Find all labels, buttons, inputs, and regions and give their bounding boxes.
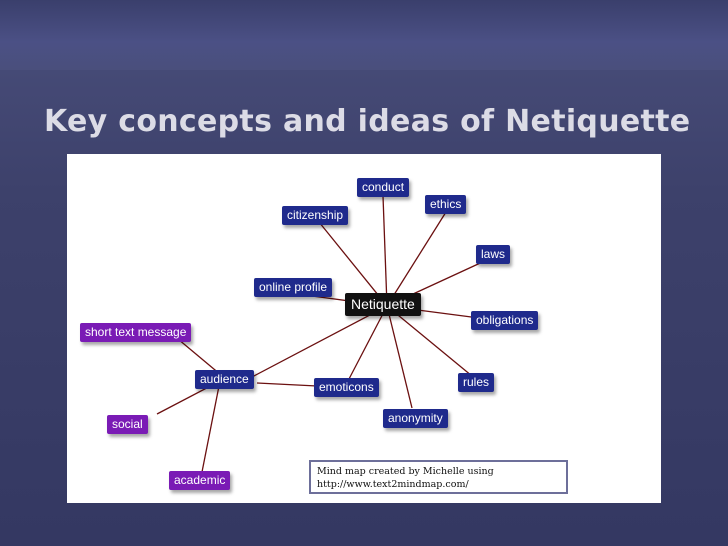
node-obligations: obligations bbox=[471, 311, 539, 330]
node-emoticons: emoticons bbox=[314, 378, 379, 397]
header-decoration bbox=[0, 0, 728, 70]
node-anonymity: anonymity bbox=[383, 409, 448, 428]
node-academic: academic bbox=[169, 471, 231, 490]
node-citizenship: citizenship bbox=[282, 206, 349, 225]
node-laws: laws bbox=[476, 245, 511, 264]
node-ethics: ethics bbox=[425, 195, 467, 214]
attribution-url: http://www.text2mindmap.com/ bbox=[317, 479, 469, 490]
central-node-netiquette: Netiquette bbox=[345, 293, 421, 316]
mind-map-panel: Netiquette conduct ethics citizenship la… bbox=[67, 154, 661, 503]
node-rules: rules bbox=[458, 373, 495, 392]
node-short-text-message: short text message bbox=[80, 323, 192, 342]
slide-title: Key concepts and ideas of Netiquette bbox=[44, 104, 691, 139]
node-conduct: conduct bbox=[357, 178, 410, 197]
attribution-note: Mind map created by Michelle using http:… bbox=[309, 460, 568, 494]
node-online-profile: online profile bbox=[254, 278, 333, 297]
node-social: social bbox=[107, 415, 148, 434]
node-audience: audience bbox=[195, 370, 254, 389]
attribution-line-1: Mind map created by Michelle using bbox=[317, 466, 494, 477]
